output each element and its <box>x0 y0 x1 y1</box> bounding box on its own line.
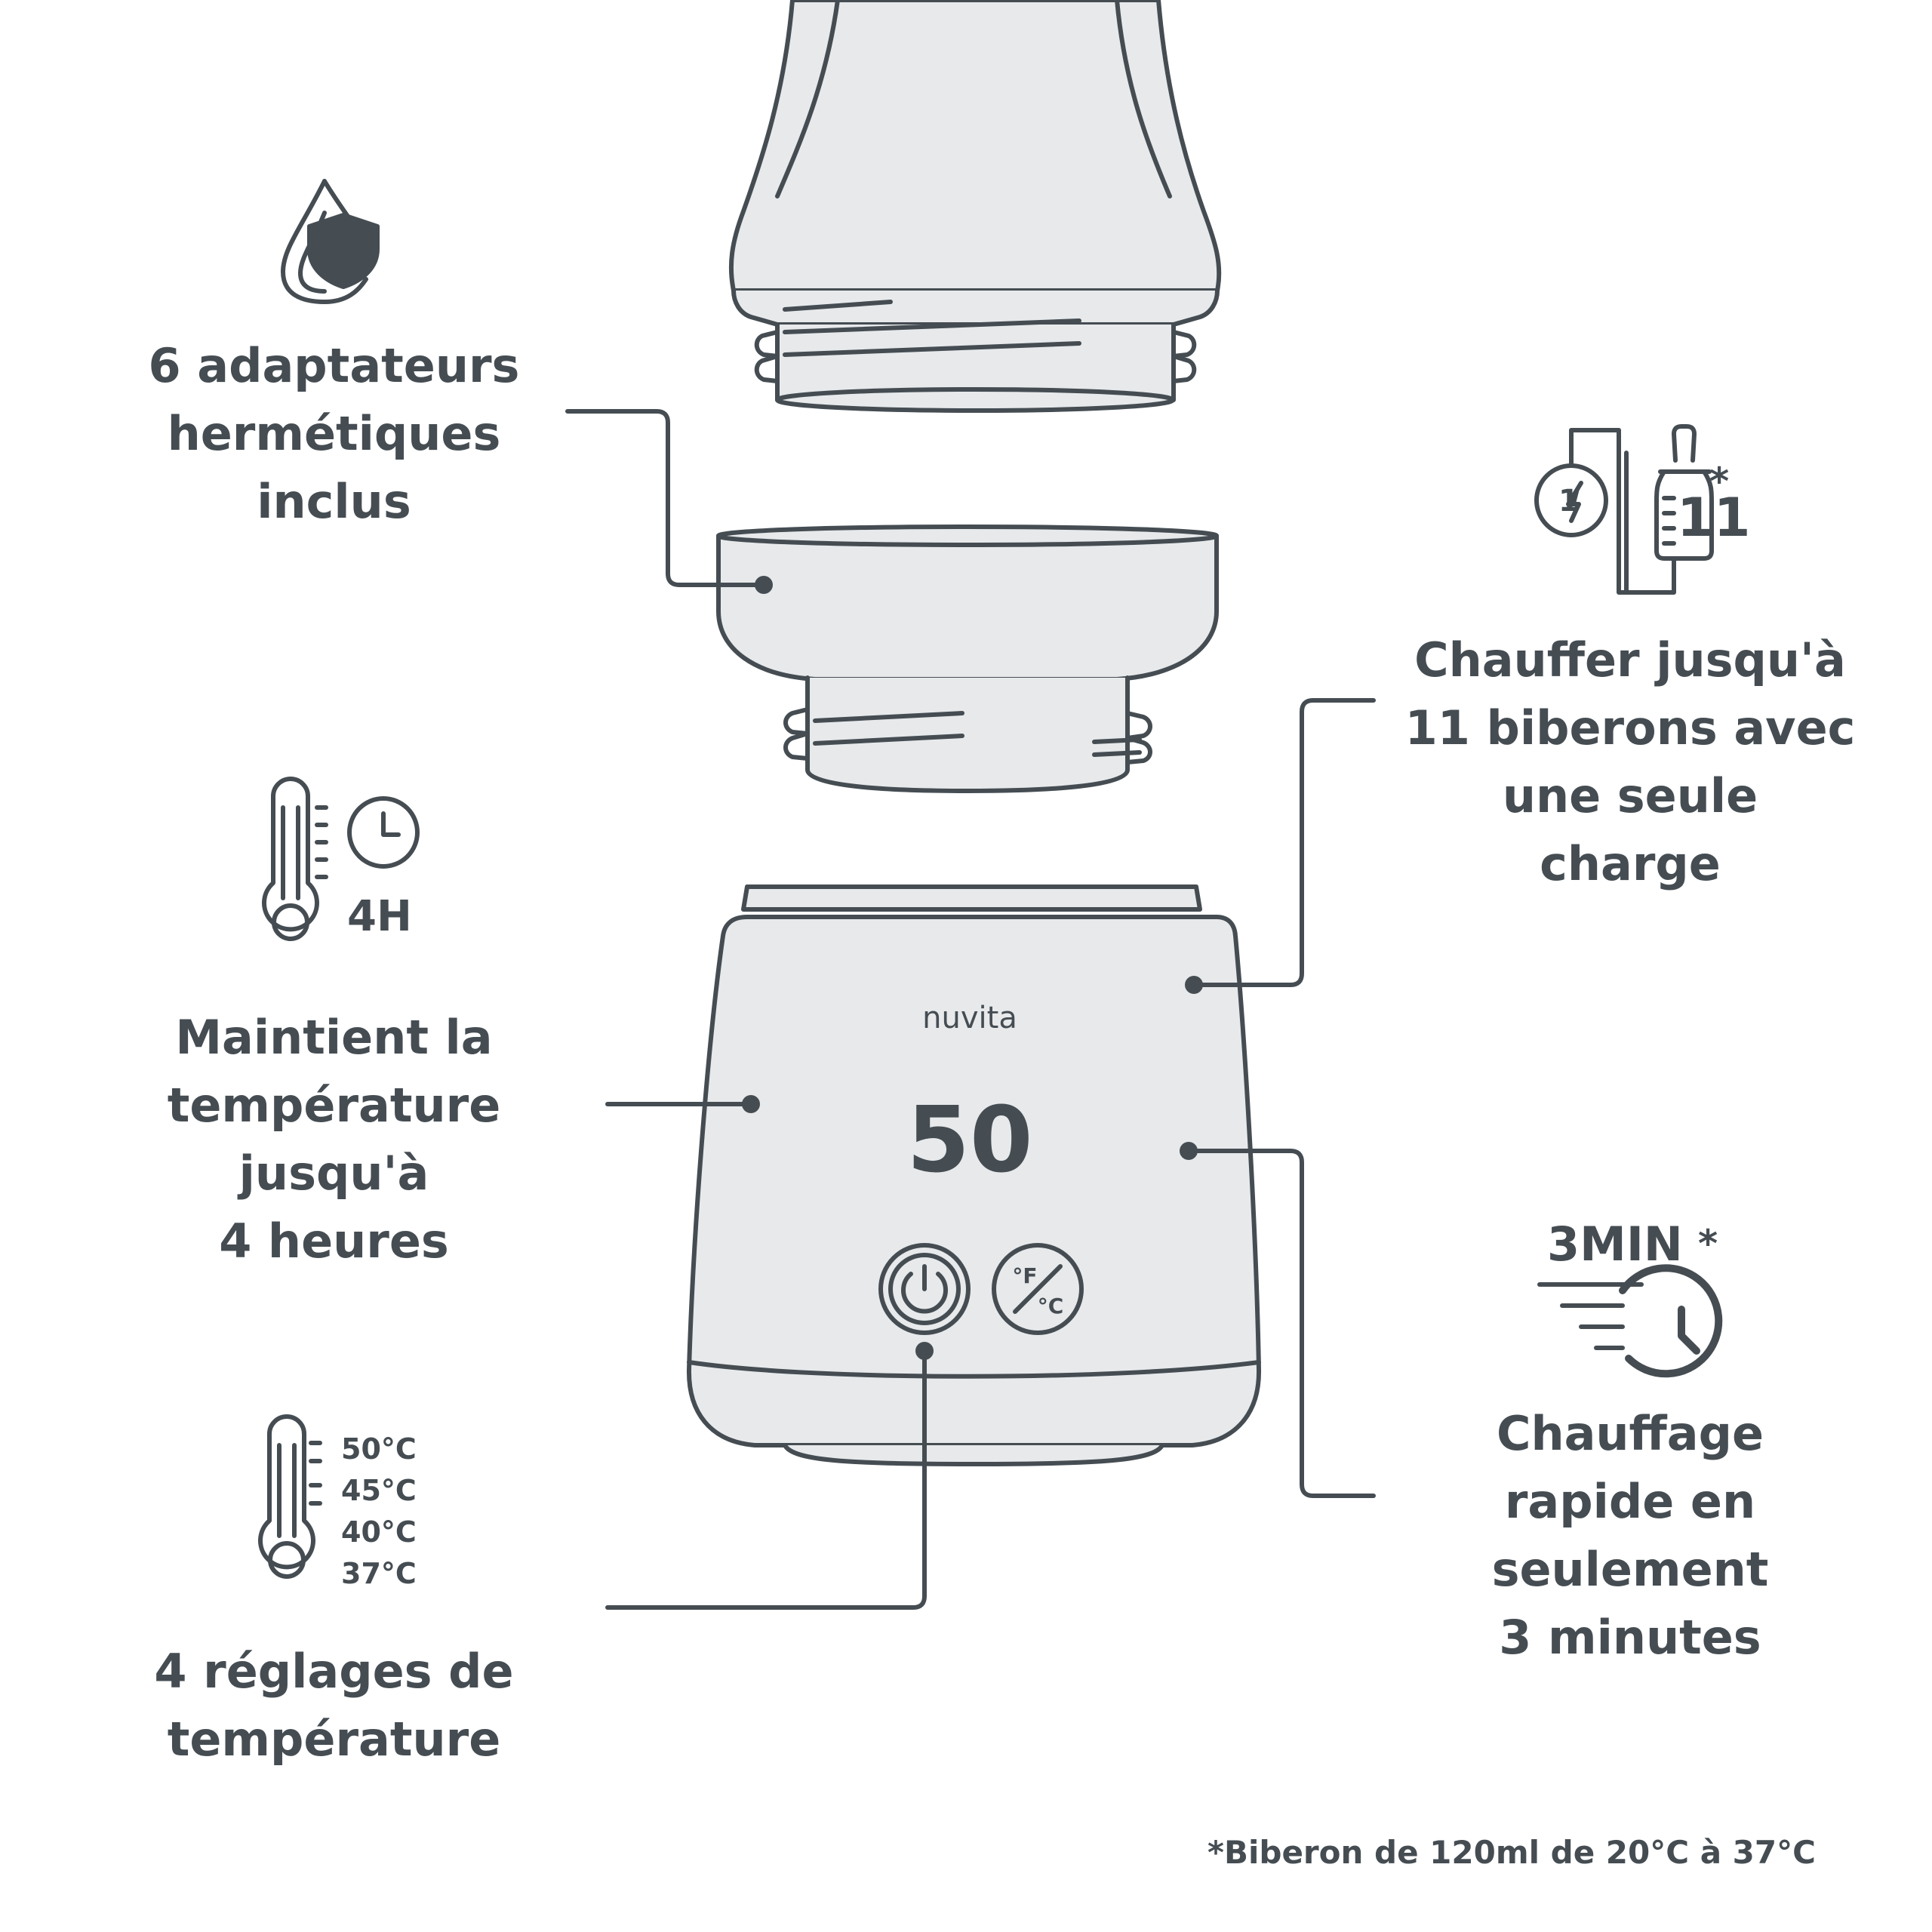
settings-label: 4 réglages de température <box>128 1638 540 1774</box>
battery-line-1: Chauffer jusqu'à <box>1414 632 1846 688</box>
settings-line-1: 4 réglages de <box>154 1644 514 1699</box>
thermometer-clock-icon <box>262 777 420 941</box>
battery-line-2: 11 biberons avec <box>1404 700 1856 755</box>
keep-warm-line-3: jusqu'à <box>238 1146 429 1201</box>
fast-line-1: Chauffage <box>1496 1406 1764 1461</box>
settings-line-2: température <box>167 1712 501 1767</box>
clock-icon <box>347 796 420 869</box>
adapter-ring <box>716 525 1219 793</box>
battery-label: Chauffer jusqu'à 11 biberons avec une se… <box>1381 626 1879 898</box>
temp-setting-1: 50°C <box>341 1432 417 1466</box>
keep-warm-line-4: 4 heures <box>219 1214 449 1269</box>
keep-warm-label: Maintient la température jusqu'à 4 heure… <box>128 1004 540 1275</box>
keep-warm-line-2: température <box>167 1078 501 1133</box>
thermometer-scale-icon <box>258 1414 322 1579</box>
power-button[interactable] <box>878 1243 971 1335</box>
adapters-line-3: inclus <box>257 474 411 529</box>
keep-warm-badge: 4H <box>347 892 412 941</box>
unit-toggle-button[interactable] <box>992 1243 1084 1335</box>
keep-warm-line-1: Maintient la <box>175 1010 493 1065</box>
temp-setting-3: 40°C <box>341 1515 417 1549</box>
callout-dots <box>742 576 1203 1360</box>
unit-fahrenheit: °F <box>1012 1263 1037 1288</box>
brand-logo: nuvita <box>922 1001 1017 1035</box>
warmer-base <box>686 884 1262 1466</box>
bottle-count: 11 <box>1677 487 1750 549</box>
adapters-line-1: 6 adaptateurs <box>148 338 520 393</box>
adapters-label: 6 adaptateurs hermétiques inclus <box>128 332 540 536</box>
charge-badge: 1 <box>1558 484 1580 518</box>
battery-line-3: une seule <box>1502 768 1758 823</box>
fast-badge: 3MIN <box>1547 1217 1683 1272</box>
fast-label: Chauffage rapide en seulement 3 minutes <box>1381 1400 1879 1672</box>
footnote: *Biberon de 120ml de 20°C à 37°C <box>1208 1834 1816 1871</box>
fast-clock-icon <box>1537 1264 1723 1378</box>
callout-lines <box>565 409 1376 1610</box>
temp-setting-4: 37°C <box>341 1557 417 1590</box>
battery-asterisk: * <box>1709 460 1729 503</box>
battery-line-4: charge <box>1540 836 1721 891</box>
fast-asterisk: * <box>1698 1222 1718 1266</box>
temperature-display: 50 <box>907 1088 1033 1193</box>
temp-setting-2: 45°C <box>341 1474 417 1507</box>
adapters-line-2: hermétiques <box>167 406 501 461</box>
drop-shield-icon <box>281 179 380 304</box>
fast-line-2: rapide en <box>1504 1474 1756 1529</box>
unit-celsius: °C <box>1038 1294 1064 1318</box>
fast-line-4: 3 minutes <box>1499 1610 1761 1665</box>
charge-bottle-icon <box>1534 424 1714 595</box>
fast-line-3: seulement <box>1491 1542 1769 1597</box>
bottle <box>728 0 1222 413</box>
